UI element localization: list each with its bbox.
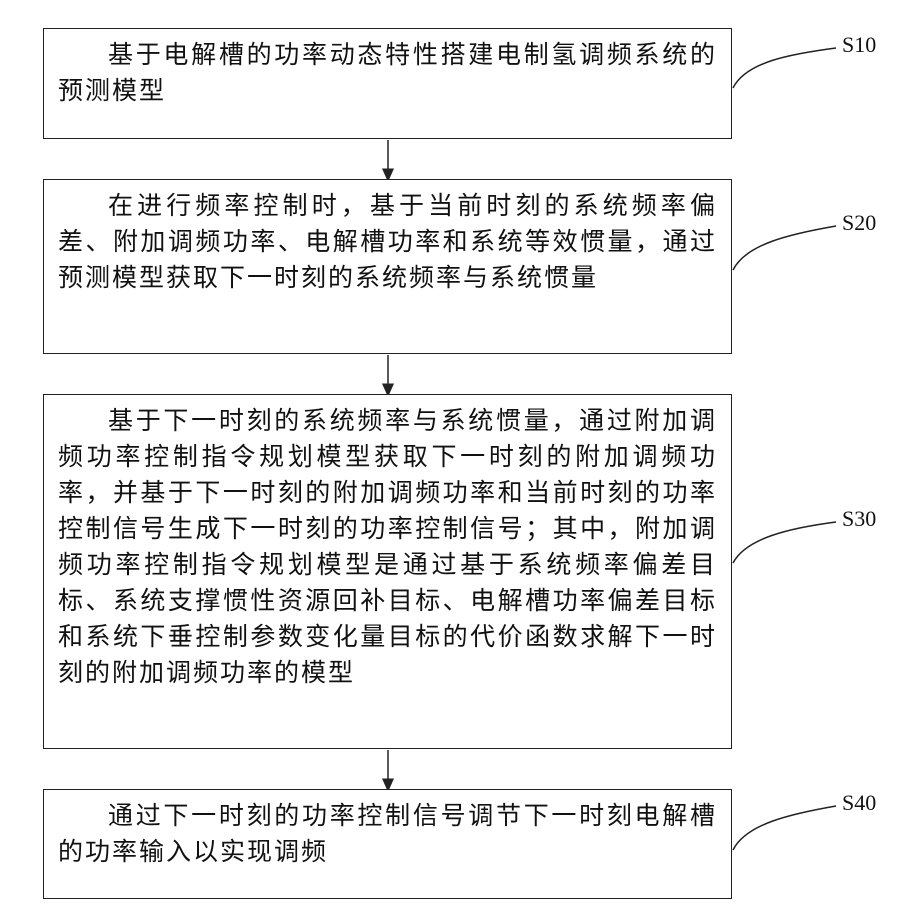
step-label-s20: S20	[842, 210, 876, 236]
step-box-s30: 基于下一时刻的系统频率与系统惯量，通过附加调频功率控制指令规划模型获取下一时刻的…	[43, 394, 732, 749]
leader-s10	[733, 48, 836, 88]
step-box-s40: 通过下一时刻的功率控制信号调节下一时刻电解槽的功率输入以实现调频	[43, 789, 732, 899]
step-label-s40: S40	[842, 790, 876, 816]
step-label-s10: S10	[842, 32, 876, 58]
step-label-s30: S30	[842, 506, 876, 532]
leader-s20	[733, 226, 836, 270]
step-text-s20: 在进行频率控制时，基于当前时刻的系统频率偏差、附加调频功率、电解槽功率和系统等效…	[58, 188, 717, 296]
step-text-s10: 基于电解槽的功率动态特性搭建电制氢调频系统的预测模型	[58, 37, 717, 109]
step-text-s30: 基于下一时刻的系统频率与系统惯量，通过附加调频功率控制指令规划模型获取下一时刻的…	[58, 403, 717, 691]
step-box-s10: 基于电解槽的功率动态特性搭建电制氢调频系统的预测模型	[43, 28, 732, 139]
leader-s30	[733, 522, 836, 563]
leader-s40	[733, 806, 836, 850]
step-box-s20: 在进行频率控制时，基于当前时刻的系统频率偏差、附加调频功率、电解槽功率和系统等效…	[43, 179, 732, 354]
step-text-s40: 通过下一时刻的功率控制信号调节下一时刻电解槽的功率输入以实现调频	[58, 798, 717, 870]
